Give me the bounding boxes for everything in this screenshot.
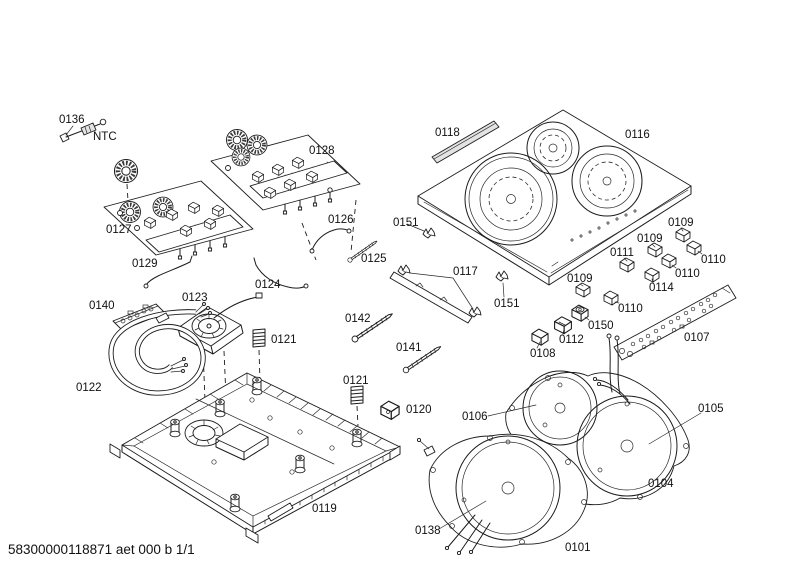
- part-label-0111: 0111: [610, 247, 634, 259]
- coil-carrier-lower: [416, 433, 588, 556]
- mains-cable-coil: [108, 302, 212, 396]
- block-0109-b: [647, 242, 663, 258]
- part-label-0121-a: 0121: [271, 334, 297, 346]
- clip-0151-b: [495, 270, 509, 282]
- part-label-0110-c: 0110: [618, 303, 643, 315]
- clip-0151-a: [422, 227, 436, 239]
- part-label-0104: 0104: [648, 478, 674, 490]
- part-label-0129: 0129: [132, 258, 158, 270]
- part-label-0121-b: 0121: [343, 375, 369, 387]
- part-label-ntc: NTC: [93, 131, 117, 143]
- part-label-0112: 0112: [559, 334, 584, 346]
- block-0112: [554, 316, 572, 335]
- part-label-0107: 0107: [684, 332, 710, 344]
- block-0108: [531, 328, 549, 346]
- touch-control-dots: [551, 209, 637, 267]
- burner-zone-right: [571, 145, 643, 217]
- block-0110-b: [661, 253, 677, 269]
- block-0110-a: [686, 240, 702, 256]
- part-label-0119: 0119: [312, 503, 337, 515]
- glass-cooktop: [417, 109, 692, 286]
- toroid-coil-exploded: [114, 159, 137, 202]
- wire-0124: [253, 257, 309, 289]
- block-0120: [380, 400, 400, 420]
- part-label-0109-b: 0109: [637, 233, 663, 245]
- part-label-0150: 0150: [588, 320, 614, 332]
- part-label-0109-c: 0109: [567, 273, 593, 285]
- filter-board-strip: [613, 284, 737, 361]
- trim-strip: [431, 120, 500, 164]
- part-label-0106: 0106: [462, 411, 488, 423]
- wire-0126: [309, 228, 352, 254]
- part-labels: 0136 NTC 0128 0127 0126 0129 0124 0125 0…: [59, 114, 726, 554]
- induction-coil-0138: [455, 435, 561, 541]
- document-number: 58300000118871 aet 000 b 1/1: [8, 542, 195, 557]
- part-label-0127: 0127: [106, 224, 132, 236]
- part-label-0142: 0142: [345, 313, 371, 325]
- part-label-0114: 0114: [649, 282, 674, 294]
- part-label-0136: 0136: [59, 114, 85, 126]
- part-label-0141: 0141: [396, 342, 422, 354]
- part-label-0124: 0124: [255, 279, 281, 291]
- burner-zone-large: [464, 152, 558, 246]
- base-tray: [109, 372, 401, 544]
- part-label-0105: 0105: [698, 403, 724, 415]
- part-label-0120: 0120: [406, 404, 432, 416]
- block-0150: [571, 304, 589, 322]
- part-label-0108: 0108: [530, 348, 556, 360]
- part-label-0151-a: 0151: [393, 217, 419, 229]
- block-0109-c: [575, 282, 591, 298]
- coil-leader-lines: [438, 404, 702, 530]
- ntc-sensor: [59, 118, 107, 143]
- leader-lines-clips: [406, 223, 505, 310]
- spring-0121-a: [252, 328, 266, 348]
- block-0110-c: [603, 290, 619, 306]
- part-label-0125: 0125: [361, 253, 387, 265]
- part-label-0116: 0116: [625, 129, 650, 141]
- explode-guide-lines: [301, 199, 357, 261]
- power-board-0127: [103, 180, 254, 260]
- induction-coil-0105: [576, 395, 678, 497]
- part-label-0140: 0140: [89, 300, 115, 312]
- part-label-0122: 0122: [76, 382, 102, 394]
- part-label-0109-a: 0109: [668, 217, 694, 229]
- block-0109-a: [675, 227, 691, 243]
- part-label-0138: 0138: [415, 525, 441, 537]
- wire-0129: [143, 255, 193, 289]
- part-label-0118: 0118: [435, 127, 460, 139]
- power-board-0128: [210, 130, 361, 215]
- spring-0121-b: [350, 385, 364, 405]
- small-part-leaders: [536, 227, 703, 349]
- part-label-0101: 0101: [565, 542, 591, 554]
- part-label-0151-b: 0151: [494, 298, 520, 310]
- block-0111: [619, 257, 635, 273]
- mounting-rail: [389, 264, 482, 324]
- part-label-0126: 0126: [328, 214, 354, 226]
- part-label-0110-b: 0110: [675, 268, 700, 280]
- part-label-0110-a: 0110: [701, 254, 726, 266]
- part-label-0128: 0128: [309, 145, 335, 157]
- part-label-0123: 0123: [182, 292, 208, 304]
- part-label-0117: 0117: [453, 266, 478, 278]
- burner-zone-small: [526, 121, 580, 175]
